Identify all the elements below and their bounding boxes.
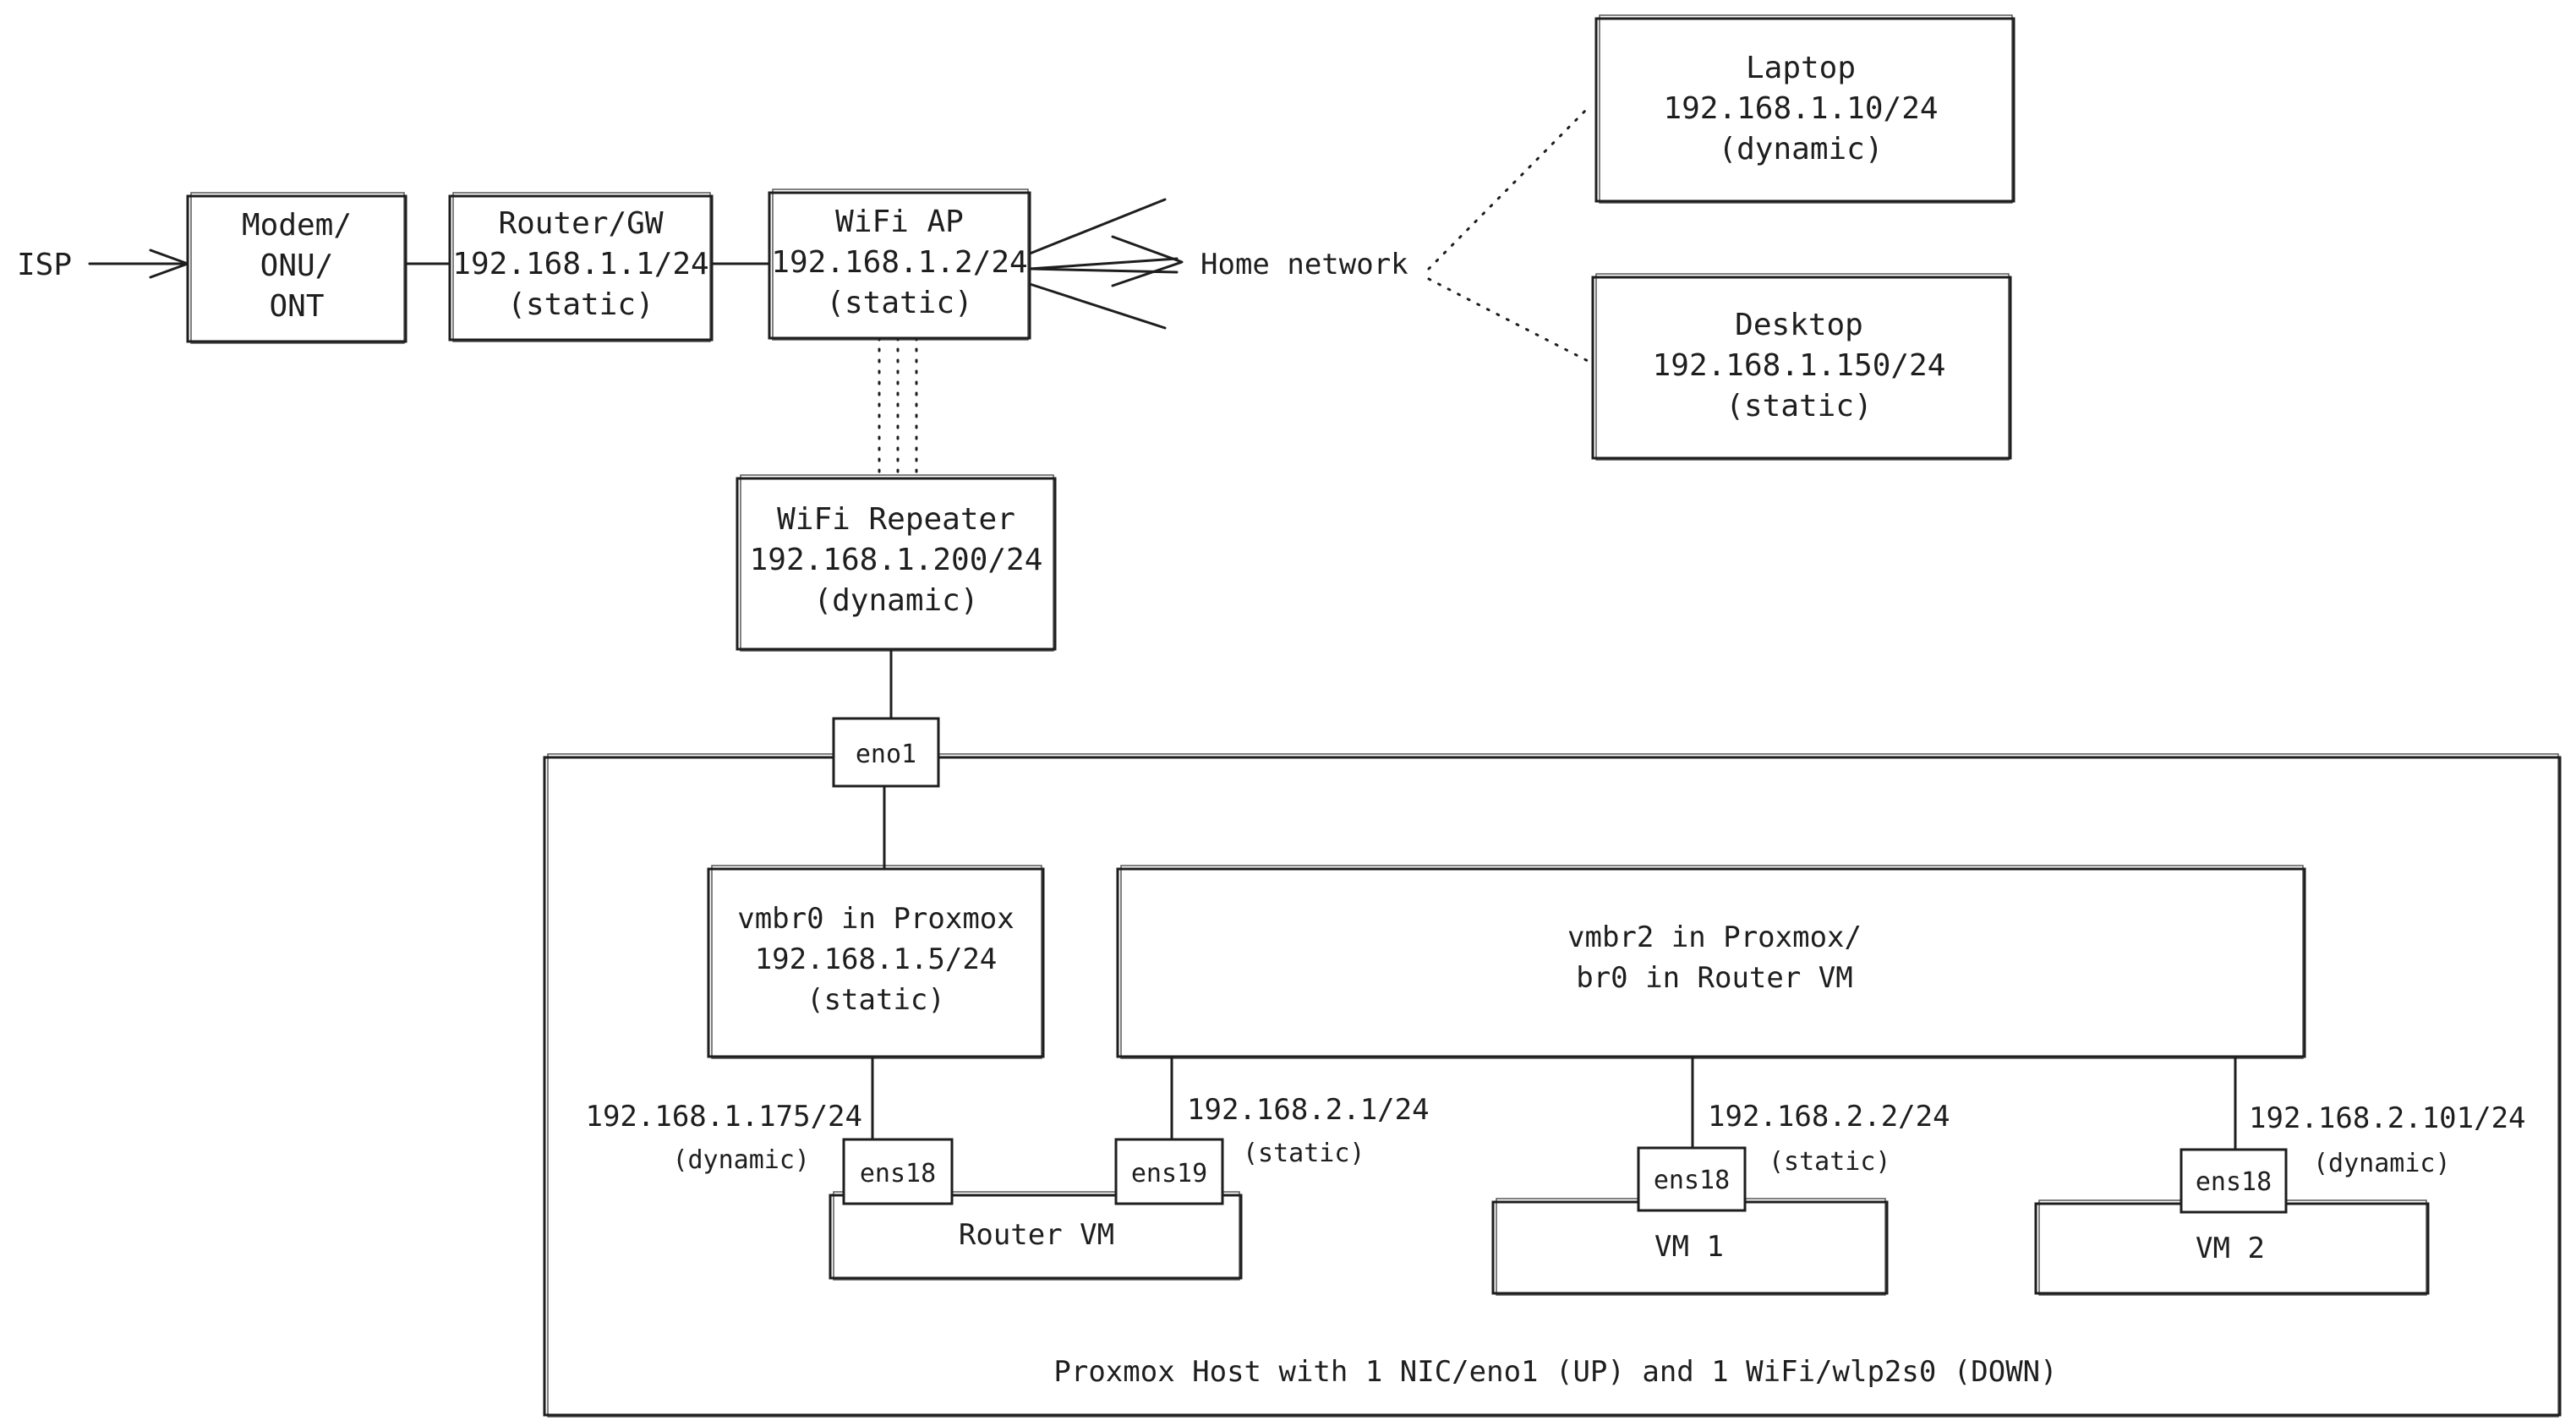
vmbr0-line-3: (static) (807, 983, 945, 1017)
vm1-box: VM 1 (1491, 1198, 1889, 1296)
modem-line-3: ONT (269, 289, 324, 324)
laptop-line-1: Laptop (1746, 51, 1856, 85)
desktop-line-1: Desktop (1735, 308, 1863, 342)
vm2-ens18-ip: 192.168.2.101/24 (2249, 1101, 2526, 1135)
laptop-box: Laptop 192.168.1.10/24 (dynamic) (1594, 14, 2015, 204)
eno1-label: eno1 (856, 740, 916, 769)
proxmox-host-caption: Proxmox Host with 1 NIC/eno1 (UP) and 1 … (1053, 1355, 2057, 1389)
vm1-ens18-label: ens18 (1654, 1166, 1730, 1195)
router-gw-line-1: Router/GW (498, 206, 663, 241)
vm2-label: VM 2 (2196, 1232, 2265, 1265)
router-vm-ens18-port: ens18 (842, 1138, 954, 1205)
laptop-line-3: (dynamic) (1718, 132, 1883, 167)
desktop-line-3: (static) (1726, 389, 1872, 423)
modem-line-1: Modem/ (242, 208, 352, 243)
proxmox-host-box: Proxmox Host with 1 NIC/eno1 (UP) and 1 … (543, 753, 2562, 1418)
router-gw-box: Router/GW 192.168.1.1/24 (static) (448, 192, 714, 342)
laptop-line-2: 192.168.1.10/24 (1663, 91, 1938, 126)
wifi-ap-line-2: 192.168.1.2/24 (771, 245, 1027, 280)
router-vm-ens19-port: ens19 (1114, 1138, 1224, 1205)
vm2-ens18-port: ens18 (2179, 1148, 2288, 1214)
router-gw-line-3: (static) (507, 287, 654, 322)
vm1-ens18-port: ens18 (1637, 1146, 1747, 1212)
modem-line-2: ONU/ (260, 249, 334, 283)
home-desktop-link (1427, 277, 1591, 363)
router-gw-line-2: 192.168.1.1/24 (452, 247, 708, 281)
vm1-ens18-ip: 192.168.2.2/24 (1708, 1100, 1950, 1134)
vm2-ens18-mode: (dynamic) (2313, 1149, 2451, 1178)
connectors (88, 105, 2237, 1151)
vmbr2-line-2: br0 in Router VM (1576, 961, 1853, 995)
router-vm-ens19-ip: 192.168.2.1/24 (1187, 1093, 1430, 1127)
wifi-repeater-line-1: WiFi Repeater (777, 502, 1015, 537)
vm1-ens18-mode: (static) (1769, 1147, 1891, 1177)
router-vm-label: Router VM (959, 1218, 1114, 1252)
isp-label: ISP (17, 248, 72, 282)
router-vm-ens19-label: ens19 (1131, 1159, 1207, 1188)
modem-box: Modem/ ONU/ ONT (186, 192, 407, 344)
vmbr2-line-1: vmbr2 in Proxmox/ (1567, 921, 1862, 954)
router-vm-ens18-ip: 192.168.1.175/24 (585, 1100, 862, 1134)
vm2-box: VM 2 (2034, 1199, 2430, 1296)
home-laptop-link (1427, 105, 1591, 270)
vmbr0-box: vmbr0 in Proxmox 192.168.1.5/24 (static) (707, 865, 1045, 1059)
eno1-port: eno1 (832, 717, 940, 788)
home-network-label: Home network (1200, 248, 1408, 281)
router-vm-ens18-label: ens18 (860, 1159, 936, 1188)
isp-arrow (88, 249, 189, 279)
vmbr2-box: vmbr2 in Proxmox/ br0 in Router VM (1116, 865, 2306, 1059)
wifi-ap-line-3: (static) (826, 286, 972, 320)
desktop-line-2: 192.168.1.150/24 (1653, 348, 1946, 383)
router-vm-ens18-mode: (dynamic) (672, 1145, 810, 1175)
vm1-label: VM 1 (1654, 1230, 1724, 1264)
vmbr0-line-1: vmbr0 in Proxmox (737, 902, 1015, 936)
router-vm-ens19-mode: (static) (1243, 1139, 1365, 1168)
vmbr0-line-2: 192.168.1.5/24 (755, 942, 998, 976)
wifi-repeater-line-2: 192.168.1.200/24 (750, 543, 1043, 577)
wifi-repeater-line-3: (dynamic) (813, 583, 978, 618)
wifi-broadcast-arrows (1028, 198, 1184, 330)
ap-repeater-wireless-link (878, 336, 918, 475)
desktop-box: Desktop 192.168.1.150/24 (static) (1591, 273, 2012, 461)
wifi-ap-line-1: WiFi AP (835, 205, 964, 239)
wifi-repeater-box: WiFi Repeater 192.168.1.200/24 (dynamic) (736, 474, 1057, 652)
wifi-ap-box: WiFi AP 192.168.1.2/24 (static) (768, 188, 1031, 341)
vm2-ens18-label: ens18 (2196, 1167, 2272, 1197)
router-vm-box: Router VM (829, 1191, 1243, 1281)
